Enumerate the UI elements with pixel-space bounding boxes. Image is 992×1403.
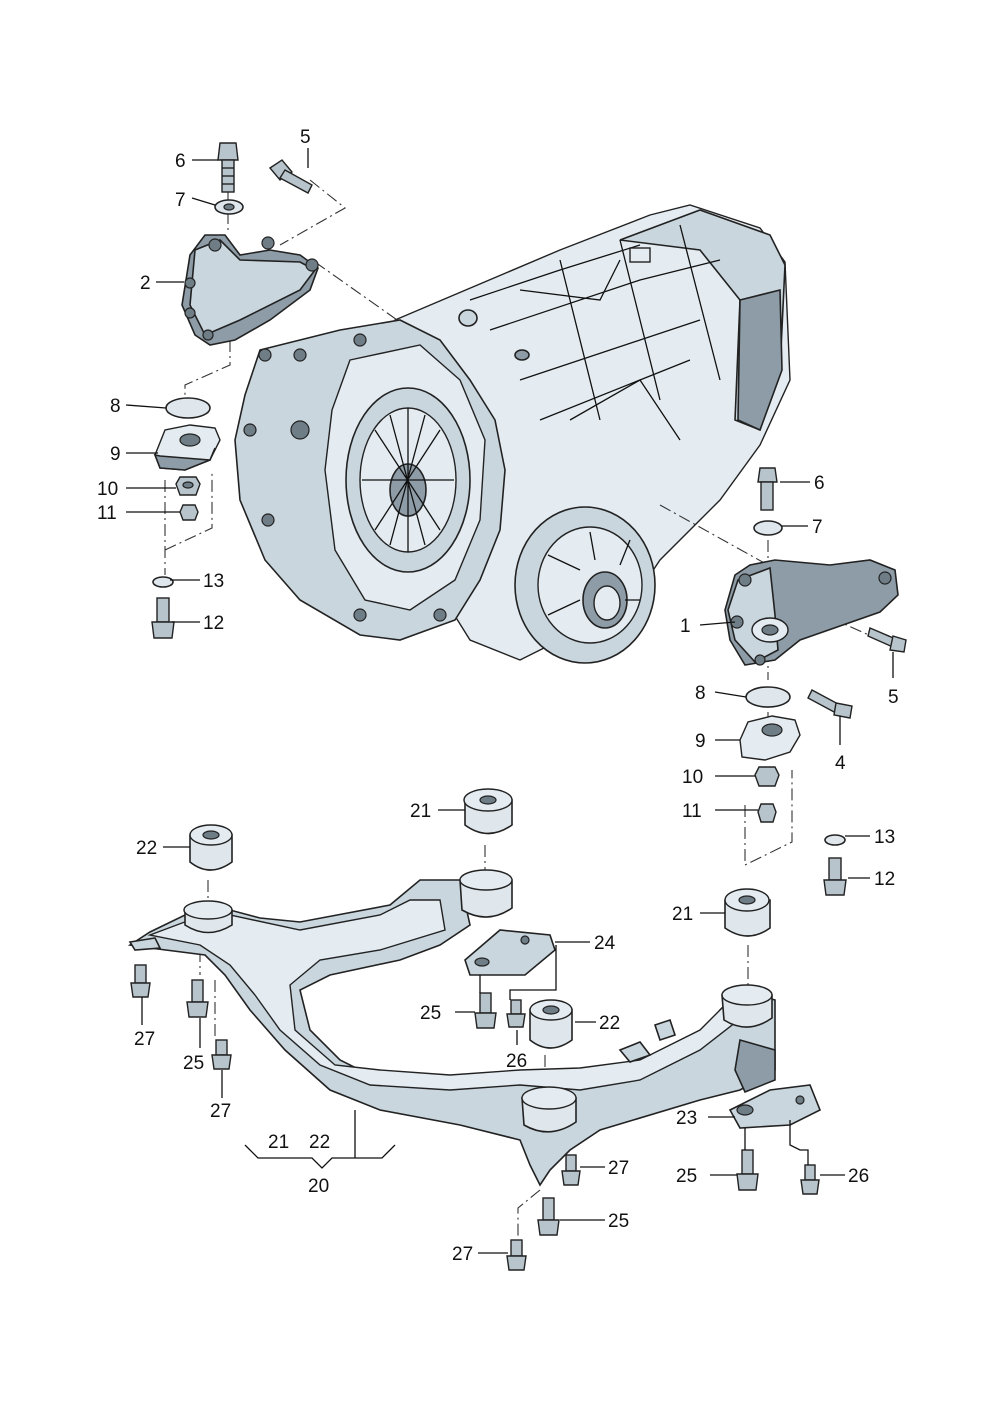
callout-25: 25 <box>608 1211 629 1232</box>
bushing-22-left <box>189 824 233 871</box>
callout-6: 6 <box>175 151 186 172</box>
callout-5: 5 <box>300 127 311 148</box>
callout-22: 22 <box>136 838 157 859</box>
callout-25: 25 <box>183 1053 204 1074</box>
callout-27: 27 <box>452 1244 473 1265</box>
callout-11: 11 <box>97 503 117 524</box>
callout-2: 2 <box>140 273 151 294</box>
callout-11: 11 <box>682 801 702 822</box>
plate-23 <box>728 1084 822 1129</box>
callout-27: 27 <box>134 1029 155 1050</box>
callout-12: 12 <box>874 869 895 890</box>
callout-9: 9 <box>695 731 706 752</box>
gearbox-housing <box>234 204 791 664</box>
callout-27: 27 <box>608 1158 629 1179</box>
bolt-6-left <box>217 142 239 193</box>
callout-8: 8 <box>695 683 706 704</box>
callout-8: 8 <box>110 396 121 417</box>
callout-25: 25 <box>420 1003 441 1024</box>
callout-21: 21 <box>268 1132 289 1153</box>
right-mount-parts <box>724 467 907 896</box>
bushing-22-center <box>529 999 573 1049</box>
callout-25: 25 <box>676 1166 697 1187</box>
bushing-21-right <box>724 888 771 937</box>
plate-24 <box>464 929 556 976</box>
bushing-21-top <box>463 788 513 835</box>
callout-7: 7 <box>175 190 186 211</box>
callout-7: 7 <box>812 517 823 538</box>
callout-13: 13 <box>874 827 895 848</box>
callout-10: 10 <box>682 767 703 788</box>
callout-26: 26 <box>506 1051 527 1072</box>
callout-24: 24 <box>594 933 616 954</box>
callout-23: 23 <box>676 1108 697 1129</box>
subframe <box>127 869 776 1187</box>
callout-5: 5 <box>888 687 899 708</box>
bolt-5-left <box>268 159 313 194</box>
callout-22: 22 <box>599 1013 620 1034</box>
callout-labels: 5 6 7 2 8 9 10 11 13 12 6 7 1 5 8 4 9 10… <box>97 127 899 1265</box>
leader-lines <box>125 148 894 1254</box>
callout-21: 21 <box>410 801 431 822</box>
callout-26: 26 <box>848 1166 869 1187</box>
callout-4: 4 <box>835 753 846 774</box>
callout-21: 21 <box>672 904 693 925</box>
callout-1: 1 <box>680 616 691 637</box>
left-mount-parts <box>151 142 319 639</box>
callout-10: 10 <box>97 479 118 500</box>
callout-6: 6 <box>814 473 825 494</box>
callout-20: 20 <box>308 1176 329 1197</box>
callout-13: 13 <box>203 571 224 592</box>
subframe-bolts <box>130 964 820 1271</box>
callout-22: 22 <box>309 1132 330 1153</box>
callout-9: 9 <box>110 444 121 465</box>
callout-12: 12 <box>203 613 224 634</box>
callout-27: 27 <box>210 1101 231 1122</box>
